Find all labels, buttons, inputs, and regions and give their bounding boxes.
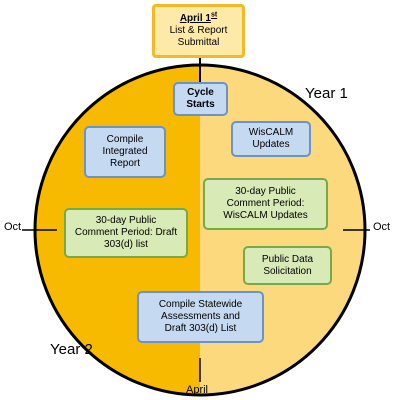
draft-comment-line2: Comment Period: Draft xyxy=(74,227,178,238)
compile-report-line1: Compile xyxy=(106,134,144,145)
draft-comment-line3: 303(d) list xyxy=(104,239,148,250)
compile-integrated-report-box: Compile Integrated Report xyxy=(84,126,166,178)
start-date: April 1st xyxy=(179,11,218,25)
year2-label: Year 2 xyxy=(50,341,93,358)
statewide-line2: Assessments and xyxy=(161,311,240,322)
public-data-line1: Public Data xyxy=(261,253,314,265)
compile-statewide-assessments-box: Compile Statewide Assessments and Draft … xyxy=(137,291,264,343)
draft-comment-line1: 30-day Public xyxy=(95,215,157,226)
wiscalm-comment-line3: WisCALM Updates xyxy=(223,210,308,221)
left-oct-label: Oct xyxy=(4,221,22,233)
cycle-starts-line2: Starts xyxy=(186,99,215,110)
public-data-solicitation-box: Public Data Solicitation xyxy=(243,246,332,285)
wiscalm-comment-period-box: 30-day Public Comment Period: WisCALM Up… xyxy=(203,178,328,230)
bottom-april-label: April xyxy=(186,384,209,396)
wiscalm-updates-box: WisCALM Updates xyxy=(231,121,311,157)
statewide-line3: Draft 303(d) List xyxy=(164,323,237,334)
right-oct-label: Oct xyxy=(373,221,391,233)
statewide-line1: Compile Statewide xyxy=(158,299,243,310)
start-date-suffix: st xyxy=(210,11,218,19)
draft-list-comment-period-box: 30-day Public Comment Period: Draft 303(… xyxy=(64,208,188,258)
start-box-line3: Submittal xyxy=(177,37,220,48)
list-report-submittal-box: April 1st List & Report Submittal xyxy=(152,4,245,58)
wiscalm-comment-line1: 30-day Public xyxy=(235,186,296,197)
cycle-starts-line1: Cycle xyxy=(187,87,214,98)
wiscalm-updates-line2: Updates xyxy=(252,139,290,150)
wiscalm-comment-line2: Comment Period: xyxy=(226,198,305,209)
cycle-starts-box: Cycle Starts xyxy=(173,82,228,116)
compile-report-line3: Report xyxy=(109,158,140,169)
year1-label: Year 1 xyxy=(305,85,348,102)
start-date-text: April 1 xyxy=(179,13,211,24)
start-box-line2: List & Report xyxy=(169,25,228,36)
wiscalm-updates-line1: WisCALM xyxy=(248,127,294,138)
public-data-line2: Solicitation xyxy=(263,265,312,277)
compile-report-line2: Integrated xyxy=(102,146,148,157)
